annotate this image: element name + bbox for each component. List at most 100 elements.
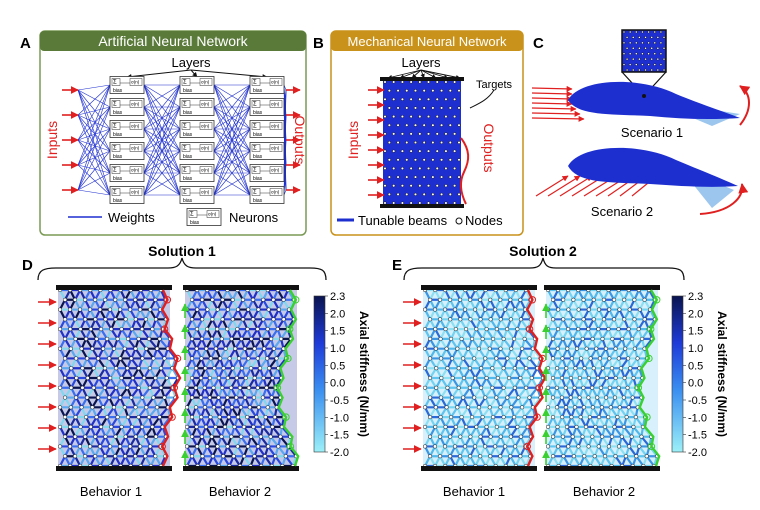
lattice-beam [449, 193, 456, 204]
lattice-node [433, 346, 438, 351]
lattice-beam [261, 425, 272, 438]
lattice-node [455, 405, 460, 410]
lattice-node [215, 327, 220, 332]
lattice-node [582, 366, 587, 371]
lattice-node [199, 434, 204, 439]
lattice-node [625, 57, 629, 61]
lattice-node [268, 434, 273, 439]
lattice-node [440, 175, 444, 179]
target-marker [645, 354, 653, 363]
output-curve [636, 289, 661, 467]
weight-line [77, 164, 111, 174]
lattice-node [555, 424, 560, 429]
lattice-node [210, 317, 215, 322]
lattice-node [111, 346, 116, 351]
lattice-node [212, 366, 217, 371]
target-marker [163, 296, 172, 304]
lattice-node [88, 327, 93, 332]
colorbar-gradient [313, 295, 326, 453]
lattice-beam [384, 107, 391, 118]
lattice-node [194, 366, 199, 371]
lattice-node [265, 356, 270, 361]
lattice-node [653, 63, 657, 66]
lattice-node [478, 297, 483, 302]
lattice-node [435, 166, 439, 170]
svg-text:bias: bias [253, 176, 263, 182]
lattice-node [550, 297, 556, 302]
lattice-node [464, 327, 469, 332]
lattice-beam [393, 98, 399, 109]
colorbar-tick-label: 0.5 [330, 360, 345, 372]
lattice-node [438, 415, 443, 420]
lattice-node [435, 149, 439, 153]
svg-text:σ(n): σ(n) [201, 190, 210, 195]
lattice-node [467, 366, 472, 371]
lattice-node [427, 317, 433, 322]
lattice-node [220, 317, 225, 322]
lattice-beam [432, 107, 438, 118]
lattice-node [488, 317, 493, 322]
lattice-node [508, 317, 513, 322]
lattice-node [631, 47, 635, 50]
lattice-beam [427, 185, 434, 196]
lattice-node [383, 132, 387, 136]
lattice-node [634, 454, 639, 459]
mnn-top-wall [380, 77, 464, 81]
lattice-node [276, 307, 281, 312]
colorbar-tick-label: -1.5 [330, 430, 349, 442]
lattice-beam [523, 337, 534, 350]
lattice-beam [440, 185, 447, 196]
lattice-beam [401, 124, 408, 135]
lattice-node [630, 395, 635, 400]
lattice-beam [453, 81, 460, 92]
lattice-beam [423, 89, 430, 100]
lattice-node [513, 307, 518, 312]
lattice-node [581, 317, 586, 322]
lattice-node [138, 307, 143, 312]
lattice-node [438, 297, 443, 302]
lattice-node [484, 375, 489, 381]
lattice-beam [397, 98, 404, 109]
lattice-node [383, 184, 387, 188]
lattice-beam [449, 98, 456, 109]
lattice-beam [410, 193, 417, 204]
top-wall [183, 285, 299, 290]
colorbar-tick-label: 1.0 [688, 343, 703, 355]
svg-text:σ(n): σ(n) [201, 80, 210, 85]
lattice-node [93, 454, 98, 459]
lattice-node [283, 454, 288, 459]
targets-pointer [469, 89, 495, 109]
weight-line [77, 106, 111, 191]
lattice-node [470, 415, 475, 420]
lattice-beam [280, 425, 292, 438]
svg-text:Σ: Σ [183, 80, 187, 86]
target-marker [647, 442, 656, 451]
lattice-node [418, 132, 422, 136]
lattice-beam [406, 133, 412, 144]
lattice-node [77, 444, 83, 449]
lattice-node [140, 356, 145, 361]
lattice-node [617, 405, 622, 410]
lattice-node [431, 123, 435, 127]
lattice-node [619, 434, 624, 439]
lattice-node [184, 405, 190, 410]
colorbar-tick-label: -0.5 [330, 395, 349, 407]
lattice-beam [449, 167, 456, 178]
lattice-node [246, 307, 251, 312]
lattice-node [203, 366, 208, 371]
lattice-node [503, 307, 508, 312]
lattice-beam [419, 124, 425, 135]
lattice-node [147, 336, 152, 341]
lattice-beam [453, 185, 460, 196]
lattice-beam [414, 89, 421, 100]
lattice-beam [397, 167, 404, 178]
lattice-node [609, 366, 615, 371]
svg-text:Σ: Σ [183, 168, 187, 174]
lattice-node [396, 89, 400, 93]
lattice-node [550, 336, 556, 341]
panel-d: D Solution 1 Behavior 1 Behavior 2 [22, 243, 327, 499]
lattice-beam [427, 193, 434, 204]
lattice-node [400, 115, 404, 119]
lattice-node [262, 454, 267, 459]
